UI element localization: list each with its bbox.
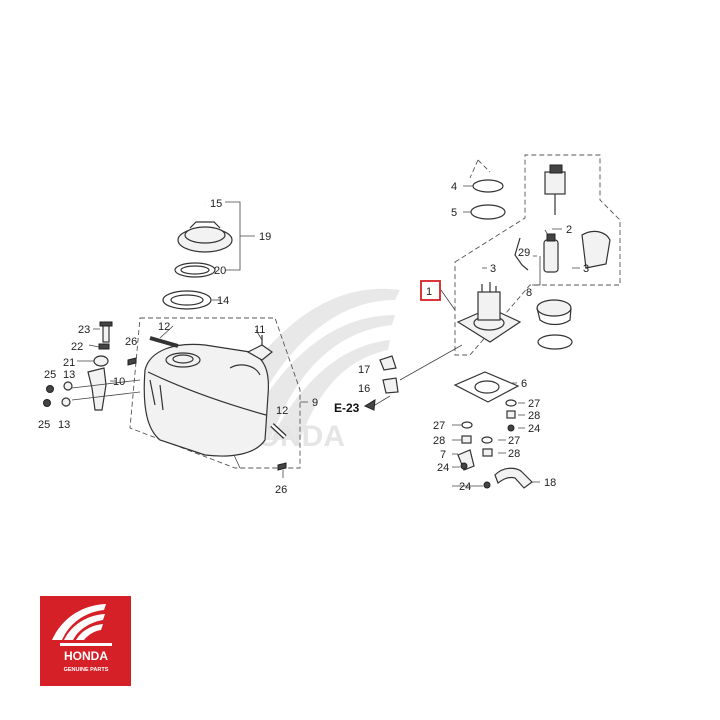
callout-24b: 24	[437, 462, 449, 474]
callout-25a: 25	[44, 369, 56, 381]
callout-13b: 13	[58, 419, 70, 431]
nut-25b[interactable]	[43, 399, 51, 407]
flange-gasket[interactable]	[453, 371, 520, 403]
callout-17: 17	[358, 364, 370, 376]
callout-27c: 27	[508, 435, 520, 447]
callout-11: 11	[254, 324, 265, 336]
honda-wing-icon	[52, 604, 112, 646]
callout-24c: 24	[459, 481, 471, 493]
callout-12b: 12	[276, 405, 288, 417]
callout-28a: 28	[528, 410, 540, 422]
callout-28c: 28	[508, 448, 520, 460]
collar-28c[interactable]	[482, 448, 493, 457]
honda-genuine-parts-logo: HONDA GENUINE PARTS	[40, 596, 131, 686]
pump-base[interactable]	[456, 282, 522, 343]
filler-ring[interactable]	[162, 290, 212, 310]
strainer[interactable]	[536, 299, 572, 326]
logo-brand: HONDA	[64, 649, 108, 663]
hose-bracket[interactable]	[494, 467, 533, 489]
callout-20: 20	[214, 265, 226, 277]
callout-13a: 13	[63, 369, 75, 381]
clip-lower[interactable]	[277, 462, 287, 471]
washer-13b[interactable]	[61, 397, 71, 407]
callout-12a: 12	[158, 321, 170, 333]
o-ring-4[interactable]	[472, 179, 504, 193]
bolt[interactable]	[99, 321, 113, 343]
callout-23: 23	[78, 324, 90, 336]
callout-16: 16	[358, 383, 370, 395]
callout-4: 4	[451, 181, 457, 193]
nut-25a[interactable]	[46, 385, 54, 393]
pump-cover[interactable]	[581, 230, 611, 269]
callout-2: 2	[566, 224, 572, 236]
pressure-regulator[interactable]	[544, 164, 566, 215]
callout-3b: 3	[583, 263, 589, 275]
cap-gasket[interactable]	[174, 262, 216, 278]
collar[interactable]	[98, 343, 110, 350]
fuel-pump-unit[interactable]	[543, 233, 559, 273]
callout-24a: 24	[528, 423, 540, 435]
callout-28b: 28	[433, 435, 445, 447]
washer-27b[interactable]	[461, 421, 473, 429]
gasket-5[interactable]	[470, 204, 506, 220]
washer-13a[interactable]	[63, 381, 73, 391]
nut-24c[interactable]	[483, 481, 491, 489]
callout-25b: 25	[38, 419, 50, 431]
callout-9: 9	[312, 397, 318, 409]
callout-7: 7	[440, 449, 446, 461]
washer-27a[interactable]	[505, 399, 517, 407]
nut-24b[interactable]	[460, 462, 468, 470]
logo-tagline: GENUINE PARTS	[64, 667, 109, 673]
nut-24a[interactable]	[507, 424, 515, 432]
clip-upper[interactable]	[127, 357, 137, 366]
collar-28b[interactable]	[461, 435, 472, 444]
callout-29: 29	[518, 247, 530, 259]
fuel-connector-17[interactable]	[379, 355, 397, 371]
callout-19: 19	[259, 231, 271, 243]
breather-tube[interactable]	[149, 193, 206, 213]
rubber-bush[interactable]	[93, 355, 109, 367]
callout-14: 14	[217, 295, 229, 307]
callout-26a: 26	[125, 336, 137, 348]
callout-6: 6	[521, 378, 527, 390]
callout-26b: 26	[275, 484, 287, 496]
hose-upper[interactable]	[149, 336, 179, 348]
reference-e23[interactable]: E-23	[334, 401, 360, 415]
callout-18: 18	[544, 477, 556, 489]
fuel-tank[interactable]	[143, 343, 270, 457]
callout-1-highlight[interactable]: 1	[420, 280, 441, 301]
mounting-bracket[interactable]	[87, 367, 107, 411]
callout-5: 5	[451, 207, 457, 219]
callout-27a: 27	[528, 398, 540, 410]
callout-22: 22	[71, 341, 83, 353]
callout-8: 8	[526, 287, 532, 299]
callout-10: 10	[113, 376, 125, 388]
fuel-cap[interactable]	[177, 221, 233, 253]
washer-27c[interactable]	[481, 436, 493, 444]
callout-27b: 27	[433, 420, 445, 432]
callout-1: 1	[426, 286, 432, 298]
pump-wire[interactable]	[514, 237, 529, 271]
fuel-connector-16[interactable]	[382, 377, 399, 394]
callout-3a: 3	[490, 263, 496, 275]
collar-28a[interactable]	[506, 410, 516, 419]
callout-21: 21	[63, 357, 75, 369]
callout-15: 15	[210, 198, 222, 210]
seal-ring[interactable]	[537, 334, 573, 350]
